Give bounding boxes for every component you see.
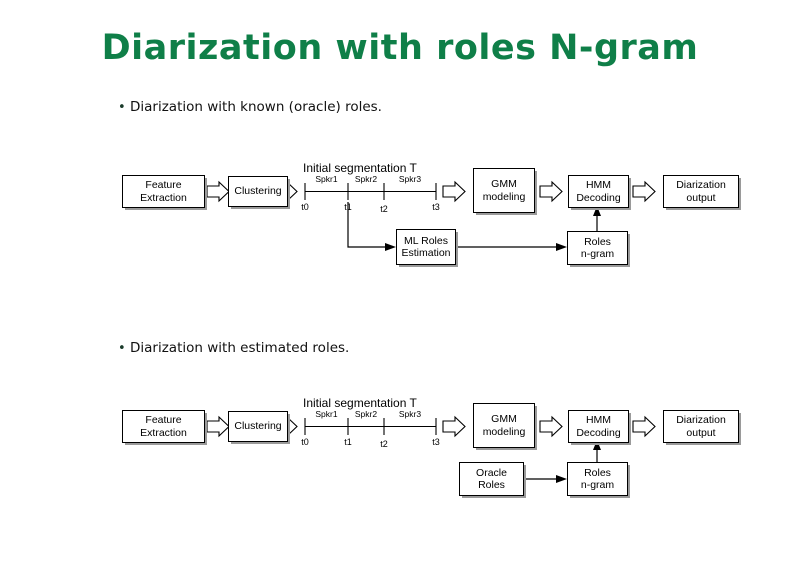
box-line-1: GMM	[491, 413, 517, 425]
box-line-1: HMM	[585, 179, 612, 191]
box-line-2: Decoding	[576, 426, 621, 439]
box-line-1: Clustering	[234, 185, 282, 198]
process-box-hmm-decoding[interactable]: HMM Decoding	[568, 410, 629, 443]
bullet-text-1: Diarization with known (oracle) roles.	[130, 99, 382, 115]
box-line-2: modeling	[482, 425, 526, 438]
box-line-1: Oracle	[476, 466, 507, 479]
box-line-1: Clustering	[234, 420, 282, 433]
arrow-head-icon	[385, 243, 396, 251]
tick-label-t0: t0	[301, 202, 309, 212]
process-box-gmm-modeling[interactable]: GMM modeling	[473, 403, 535, 448]
box-line-1: Roles	[584, 235, 611, 248]
bullet-marker-icon: •	[118, 340, 126, 356]
box-line-1: Diarization	[676, 414, 726, 426]
block-arrow-icon	[442, 415, 466, 438]
box-line-1: Diarization	[676, 179, 726, 191]
block-arrow-icon	[539, 415, 563, 438]
process-box-oracle-roles[interactable]: Oracle Roles	[459, 462, 524, 496]
arrow-head-icon	[556, 243, 567, 251]
tick-label-t1: t1	[344, 202, 352, 212]
process-box-roles-n-gram[interactable]: Roles n-gram	[567, 231, 628, 265]
block-arrow-icon	[206, 180, 230, 203]
arrow-head-icon	[556, 475, 567, 483]
block-arrow-icon	[539, 180, 563, 203]
bullet-item-1: •Diarization with known (oracle) roles.	[118, 99, 382, 115]
box-line-2: Extraction	[140, 426, 187, 439]
bullet-item-2: •Diarization with estimated roles.	[118, 340, 349, 356]
process-box-roles-n-gram[interactable]: Roles n-gram	[567, 462, 628, 496]
page-title: Diarization with roles N-gram	[101, 28, 699, 68]
tick-label-t1: t1	[344, 437, 352, 447]
block-arrow-icon	[632, 415, 656, 438]
box-line-2: Decoding	[576, 191, 621, 204]
segmentation-timeline	[304, 183, 437, 200]
box-line-2: n-gram	[580, 479, 615, 491]
box-line-2: Estimation	[401, 247, 451, 259]
segment-label-spkr1: Spkr1	[315, 174, 338, 184]
box-line-2: n-gram	[580, 248, 615, 260]
box-line-1: Roles	[584, 466, 611, 479]
diagram-2-caption: Initial segmentation T	[303, 396, 417, 410]
tick-label-t3: t3	[432, 202, 440, 212]
segment-label-spkr1: Spkr1	[315, 409, 338, 419]
process-box-feature-extraction[interactable]: Feature Extraction	[122, 175, 205, 208]
process-box-hmm-decoding[interactable]: HMM Decoding	[568, 175, 629, 208]
segment-label-spkr3: Spkr3	[398, 409, 422, 419]
box-line-1: GMM	[491, 178, 517, 190]
segment-label-spkr2: Spkr2	[354, 409, 378, 419]
tick-label-t0: t0	[301, 437, 309, 447]
process-box-ml-roles-estimation[interactable]: ML Roles Estimation	[396, 229, 456, 265]
tick-label-t3: t3	[432, 437, 440, 447]
box-line-2: modeling	[482, 190, 526, 203]
tick-label-t2: t2	[380, 204, 388, 214]
box-line-2: output	[686, 426, 716, 439]
box-line-1: ML Roles	[404, 234, 448, 247]
bullet-text-2: Diarization with estimated roles.	[130, 340, 350, 356]
box-line-1: HMM	[585, 414, 612, 426]
box-line-2: Roles	[478, 479, 505, 491]
tick-label-t2: t2	[380, 439, 388, 449]
process-box-diarization-output[interactable]: Diarization output	[663, 410, 739, 443]
box-line-1: Feature	[145, 414, 182, 426]
block-arrow-icon	[206, 415, 230, 438]
segment-label-spkr2: Spkr2	[354, 174, 378, 184]
process-box-clustering[interactable]: Clustering	[228, 411, 288, 442]
process-box-feature-extraction[interactable]: Feature Extraction	[122, 410, 205, 443]
process-box-clustering[interactable]: Clustering	[228, 176, 288, 207]
box-line-2: output	[686, 191, 716, 204]
process-box-diarization-output[interactable]: Diarization output	[663, 175, 739, 208]
bullet-marker-icon: •	[118, 99, 126, 115]
box-line-1: Feature	[145, 179, 182, 191]
box-line-2: Extraction	[140, 191, 187, 204]
block-arrow-icon	[632, 180, 656, 203]
segment-label-spkr3: Spkr3	[398, 174, 422, 184]
segmentation-timeline	[304, 418, 437, 435]
block-arrow-icon	[442, 180, 466, 203]
process-box-gmm-modeling[interactable]: GMM modeling	[473, 168, 535, 213]
diagram-1-caption: Initial segmentation T	[303, 161, 417, 175]
